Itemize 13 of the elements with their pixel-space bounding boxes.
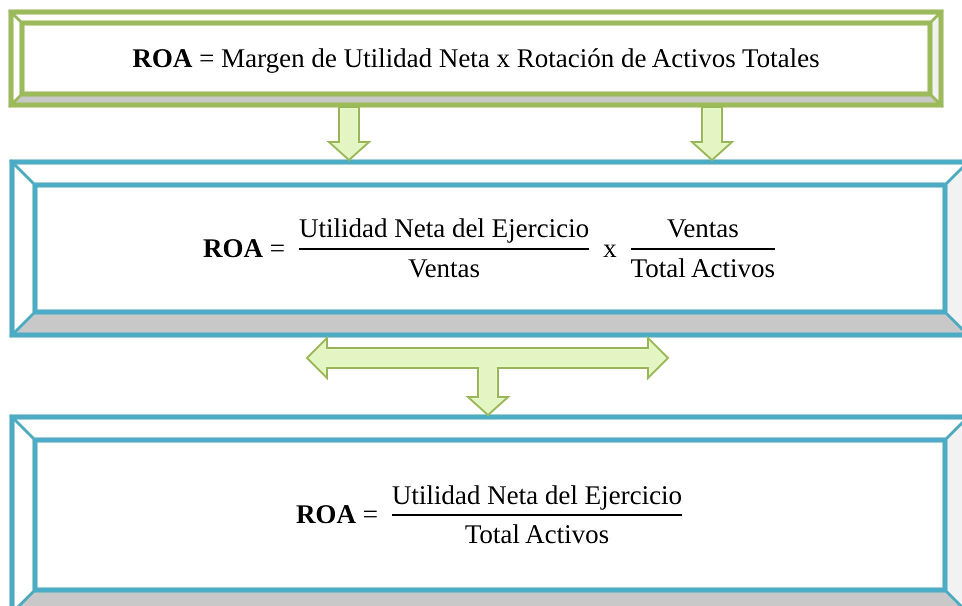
- numerator: Utilidad Neta del Ejercicio: [392, 480, 682, 511]
- formula-text: ROA = Margen de Utilidad Neta x Rotación de Activos Totales: [132, 42, 820, 74]
- denominator: Total Activos: [464, 519, 610, 550]
- block-arrow: [306, 336, 670, 416]
- formula-text: x: [603, 232, 617, 264]
- numerator: Ventas: [666, 213, 739, 244]
- formula-text: ROA =: [296, 499, 378, 531]
- numerator: Utilidad Neta del Ejercicio: [298, 213, 590, 244]
- denominator: Total Activos: [630, 252, 775, 284]
- denominator: Ventas: [408, 252, 480, 284]
- block-arrow: [689, 106, 735, 162]
- block-arrow: [326, 106, 372, 162]
- formula-text: ROA =: [203, 232, 285, 264]
